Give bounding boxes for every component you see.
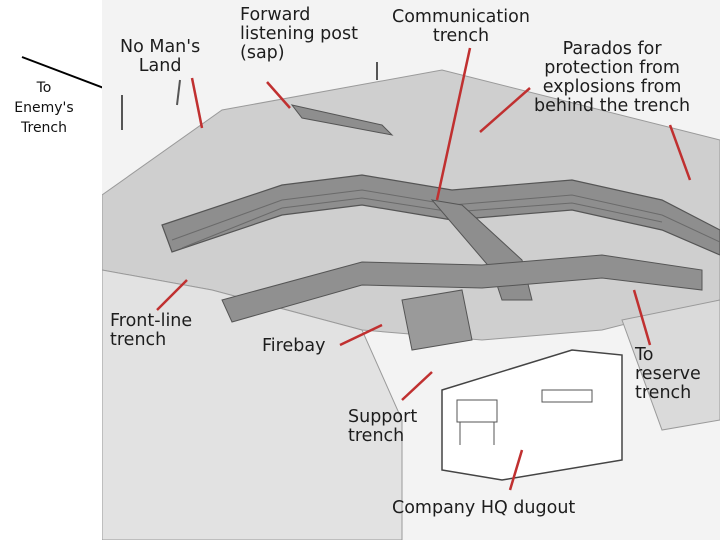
front-line-trench-label: Front-line trench — [110, 311, 193, 350]
support-trench — [221, 254, 703, 323]
forward-listening-post-label: Forward listening post (sap) — [240, 5, 358, 63]
firebay-label: Firebay — [262, 336, 326, 356]
front-line-trench — [161, 174, 720, 256]
firebay-section — [401, 289, 473, 351]
listening-post-sap — [290, 104, 394, 136]
to-enemy-trench-label: To Enemy's Trench — [14, 80, 74, 136]
company-hq-dugout-label: Company HQ dugout — [392, 498, 576, 518]
parados-label: Parados for protection from explosions f… — [534, 39, 691, 116]
no-mans-land-label: No Man's Land — [120, 37, 201, 76]
left-margin: To Enemy's Trench — [0, 0, 102, 540]
support-trench-label: Support trench — [348, 407, 418, 446]
hq-dugout — [441, 349, 623, 481]
reserve-trench-label: To reserve trench — [635, 345, 701, 403]
trench-system-diagram: No Man's Land Forward listening post (sa… — [102, 0, 720, 540]
communication-trench-label: Communication trench — [392, 7, 530, 46]
trench-illustration — [102, 0, 720, 540]
